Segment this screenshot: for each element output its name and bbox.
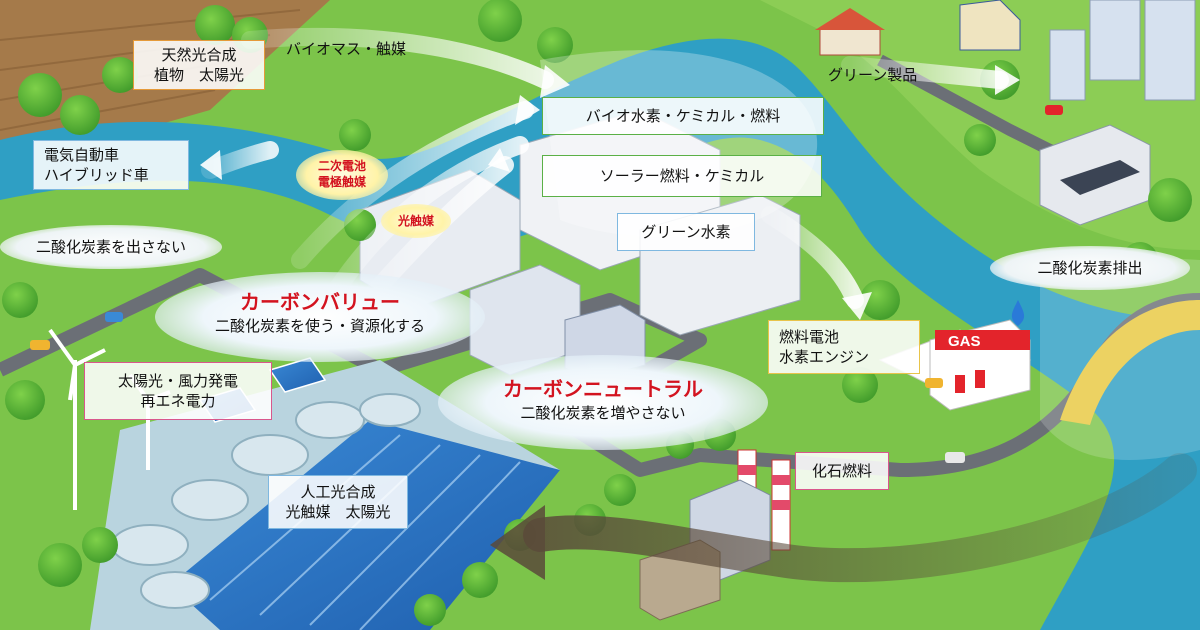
natural-photosynthesis-title: 天然光合成 — [161, 46, 237, 64]
carbon-value-sub: 二酸化炭素を使う・資源化する — [214, 317, 425, 335]
wind-turbine-icon — [48, 328, 171, 510]
water-tanks — [111, 393, 421, 609]
bio-hydrogen-text: バイオ水素・ケミカル・燃料 — [585, 107, 781, 125]
carbon-neutral-sub: 二酸化炭素を増やさない — [520, 404, 686, 422]
fuel-cell-line2: 水素エンジン — [779, 348, 870, 366]
carbon-value-title: カーボンバリュー — [240, 290, 400, 314]
label-renewable: 太陽光・風力発電 再エネ電力 — [84, 362, 272, 420]
label-secondary-battery: 二次電池 電極触媒 — [296, 150, 388, 200]
label-photocatalyst: 光触媒 — [381, 204, 451, 238]
natural-photosynthesis-sub: 植物 太陽光 — [153, 66, 244, 84]
solar-fuel-text: ソーラー燃料・ケミカル — [599, 167, 765, 185]
label-artificial-photosynthesis: 人工光合成 光触媒 太陽光 — [268, 475, 408, 529]
label-carbon-neutral: カーボンニュートラル 二酸化炭素を増やさない — [438, 355, 768, 450]
co2-arrow — [523, 453, 1197, 583]
label-natural-photosynthesis: 天然光合成 植物 太陽光 — [133, 40, 265, 90]
car-icon — [30, 105, 1063, 463]
secondary-battery-line1: 二次電池 — [317, 159, 366, 173]
gas-sign-text: GAS — [948, 333, 981, 350]
artificial-photosynthesis-title: 人工光合成 — [300, 483, 376, 501]
ev-line1: 電気自動車 — [44, 146, 120, 164]
secondary-battery-line2: 電極触媒 — [317, 175, 366, 189]
green-hydrogen-text: グリーン水素 — [641, 223, 731, 241]
river — [0, 38, 1200, 630]
fossil-fuel-text: 化石燃料 — [811, 462, 872, 480]
label-solar-fuel: ソーラー燃料・ケミカル — [542, 155, 822, 197]
renewable-line2: 再エネ電力 — [140, 392, 216, 410]
photocatalyst-text: 光触媒 — [397, 214, 434, 228]
artificial-photosynthesis-sub: 光触媒 太陽光 — [285, 503, 391, 521]
ev-line2: ハイブリッド車 — [44, 166, 149, 184]
flow-arrowheads — [200, 65, 1020, 320]
label-co2-emission: 二酸化炭素排出 — [990, 246, 1190, 290]
label-carbon-value: カーボンバリュー 二酸化炭素を使う・資源化する — [155, 272, 485, 362]
label-biomass: バイオマス・触媒 — [286, 40, 407, 58]
label-bio-hydrogen: バイオ水素・ケミカル・燃料 — [542, 97, 824, 135]
right-factory — [1039, 124, 1151, 226]
label-fossil-fuel: 化石燃料 — [795, 452, 889, 490]
fuel-cell-line1: 燃料電池 — [779, 328, 840, 346]
co2-emission-text: 二酸化炭素排出 — [1037, 259, 1143, 277]
label-ev: 電気自動車 ハイブリッド車 — [33, 140, 189, 190]
carbon-neutral-title: カーボンニュートラル — [503, 377, 703, 401]
label-fuel-cell: 燃料電池 水素エンジン — [768, 320, 920, 374]
no-co2-text: 二酸化炭素を出さない — [35, 238, 186, 256]
house-icon — [815, 0, 1021, 56]
co2-emission-glow — [1040, 250, 1200, 460]
co2-arrowhead — [490, 505, 545, 580]
bridge-icon — [1060, 300, 1200, 425]
label-no-co2: 二酸化炭素を出さない — [0, 225, 222, 269]
label-green-hydrogen: グリーン水素 — [617, 213, 755, 251]
city-buildings — [1049, 0, 1196, 101]
label-green-products: グリーン製品 — [828, 66, 918, 84]
renewable-line1: 太陽光・風力発電 — [117, 372, 238, 390]
